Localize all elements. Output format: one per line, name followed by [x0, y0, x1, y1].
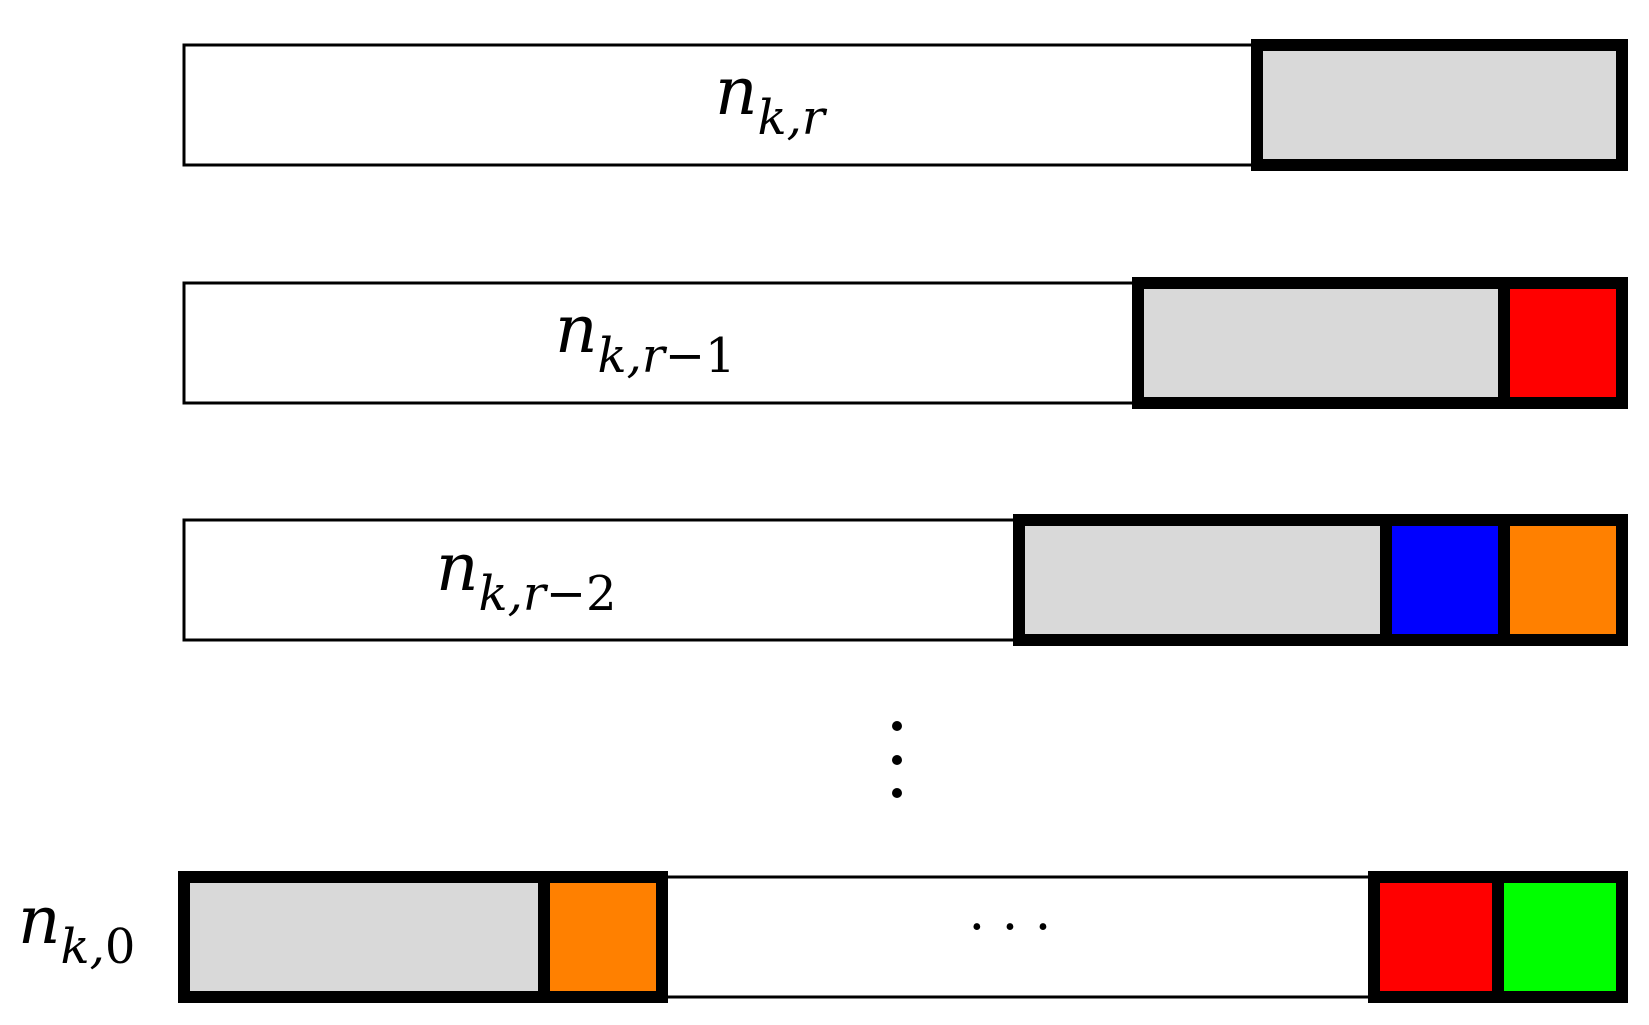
row-k-0-prefix-block-orange — [550, 883, 656, 991]
row-k-r-minus-1-label: nk,r−1 — [555, 291, 736, 384]
row-k-r-minus-2: nk,r−2 — [182, 514, 1628, 646]
row-k-r-suffix-group — [1251, 39, 1628, 171]
row-k-r-minus-2-suffix-block-gray — [1025, 526, 1380, 634]
row-k-0-suffix-block-red — [1380, 883, 1492, 991]
row-k-r-minus-2-suffix-block-orange — [1510, 526, 1616, 634]
row-k-0-prefix-block-gray — [190, 883, 538, 991]
row-k-0-suffix-group — [1368, 871, 1628, 1003]
ellipsis-dot-bottom — [892, 788, 902, 798]
horizontal-ellipsis: · · · — [969, 898, 1052, 958]
row-k-r-minus-2-suffix-group — [1013, 514, 1628, 646]
row-k-r: nk,r — [182, 39, 1628, 171]
row-k-r-minus-2-label: nk,r−2 — [436, 529, 617, 622]
vertical-ellipsis: ⋮ — [892, 721, 902, 798]
row-k-0-prefix-group — [178, 871, 668, 1003]
row-k-0-label: nk,0 — [18, 882, 135, 975]
row-k-r-suffix-block-gray — [1263, 51, 1616, 159]
row-k-0: nk,0 · · · — [18, 871, 1628, 1003]
row-k-0-suffix-block-green — [1504, 883, 1616, 991]
row-k-r-minus-1-suffix-block-gray — [1144, 289, 1498, 397]
row-k-r-minus-1-suffix-block-red — [1510, 289, 1616, 397]
row-k-r-minus-1-suffix-group — [1132, 277, 1628, 409]
ellipsis-dot-top — [892, 721, 902, 731]
row-k-r-minus-2-suffix-block-blue — [1392, 526, 1498, 634]
row-k-r-label: nk,r — [715, 53, 828, 146]
row-k-r-minus-1: nk,r−1 — [182, 277, 1628, 409]
ellipsis-dot-middle — [892, 755, 902, 765]
